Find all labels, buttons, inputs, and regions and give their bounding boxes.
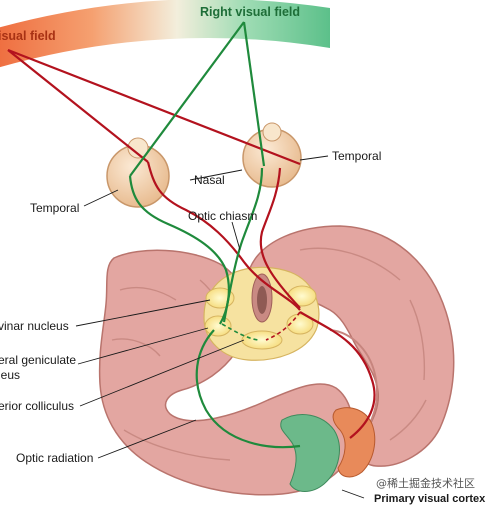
right-visual-field-label: Right visual field bbox=[200, 5, 300, 19]
pulvinar-nucleus-label: vinar nucleus bbox=[0, 319, 69, 333]
superior-colliculus bbox=[241, 330, 283, 350]
lateral-geniculate-right bbox=[286, 313, 314, 335]
temporal-label-right: Temporal bbox=[332, 149, 381, 163]
green-collicular-branch bbox=[221, 323, 259, 341]
temporal-label-left: Temporal bbox=[30, 201, 79, 215]
brain-left-gyrus bbox=[111, 279, 231, 461]
primary-visual-cortex-label: Primary visual cortex bbox=[374, 493, 486, 505]
brainstem bbox=[257, 286, 267, 314]
red-pathway bbox=[7, 48, 376, 439]
left-eye-lens bbox=[127, 137, 149, 159]
red-collicular-branch bbox=[265, 311, 301, 341]
leader-lines bbox=[75, 155, 365, 499]
optic-radiation-label: Optic radiation bbox=[16, 451, 93, 465]
nasal-label: Nasal bbox=[194, 173, 225, 187]
lateral-geniculate-label-line2: leus bbox=[0, 368, 20, 382]
optic-chiasm-label: Optic chiasm bbox=[188, 209, 257, 223]
lateral-geniculate-left bbox=[204, 315, 232, 337]
brain-right-gyrus bbox=[299, 247, 427, 441]
visual-cortex-green bbox=[280, 414, 340, 492]
lateral-geniculate-label-line1: eral geniculate bbox=[0, 353, 76, 367]
visual-field-arc bbox=[0, 0, 330, 68]
watermark: @稀土掘金技术社区 bbox=[376, 476, 475, 490]
right-eye-lens bbox=[262, 122, 282, 142]
green-pathway bbox=[128, 21, 301, 449]
left-visual-field-label: isual field bbox=[0, 29, 56, 43]
superior-colliculus-label: erior colliculus bbox=[0, 399, 74, 413]
